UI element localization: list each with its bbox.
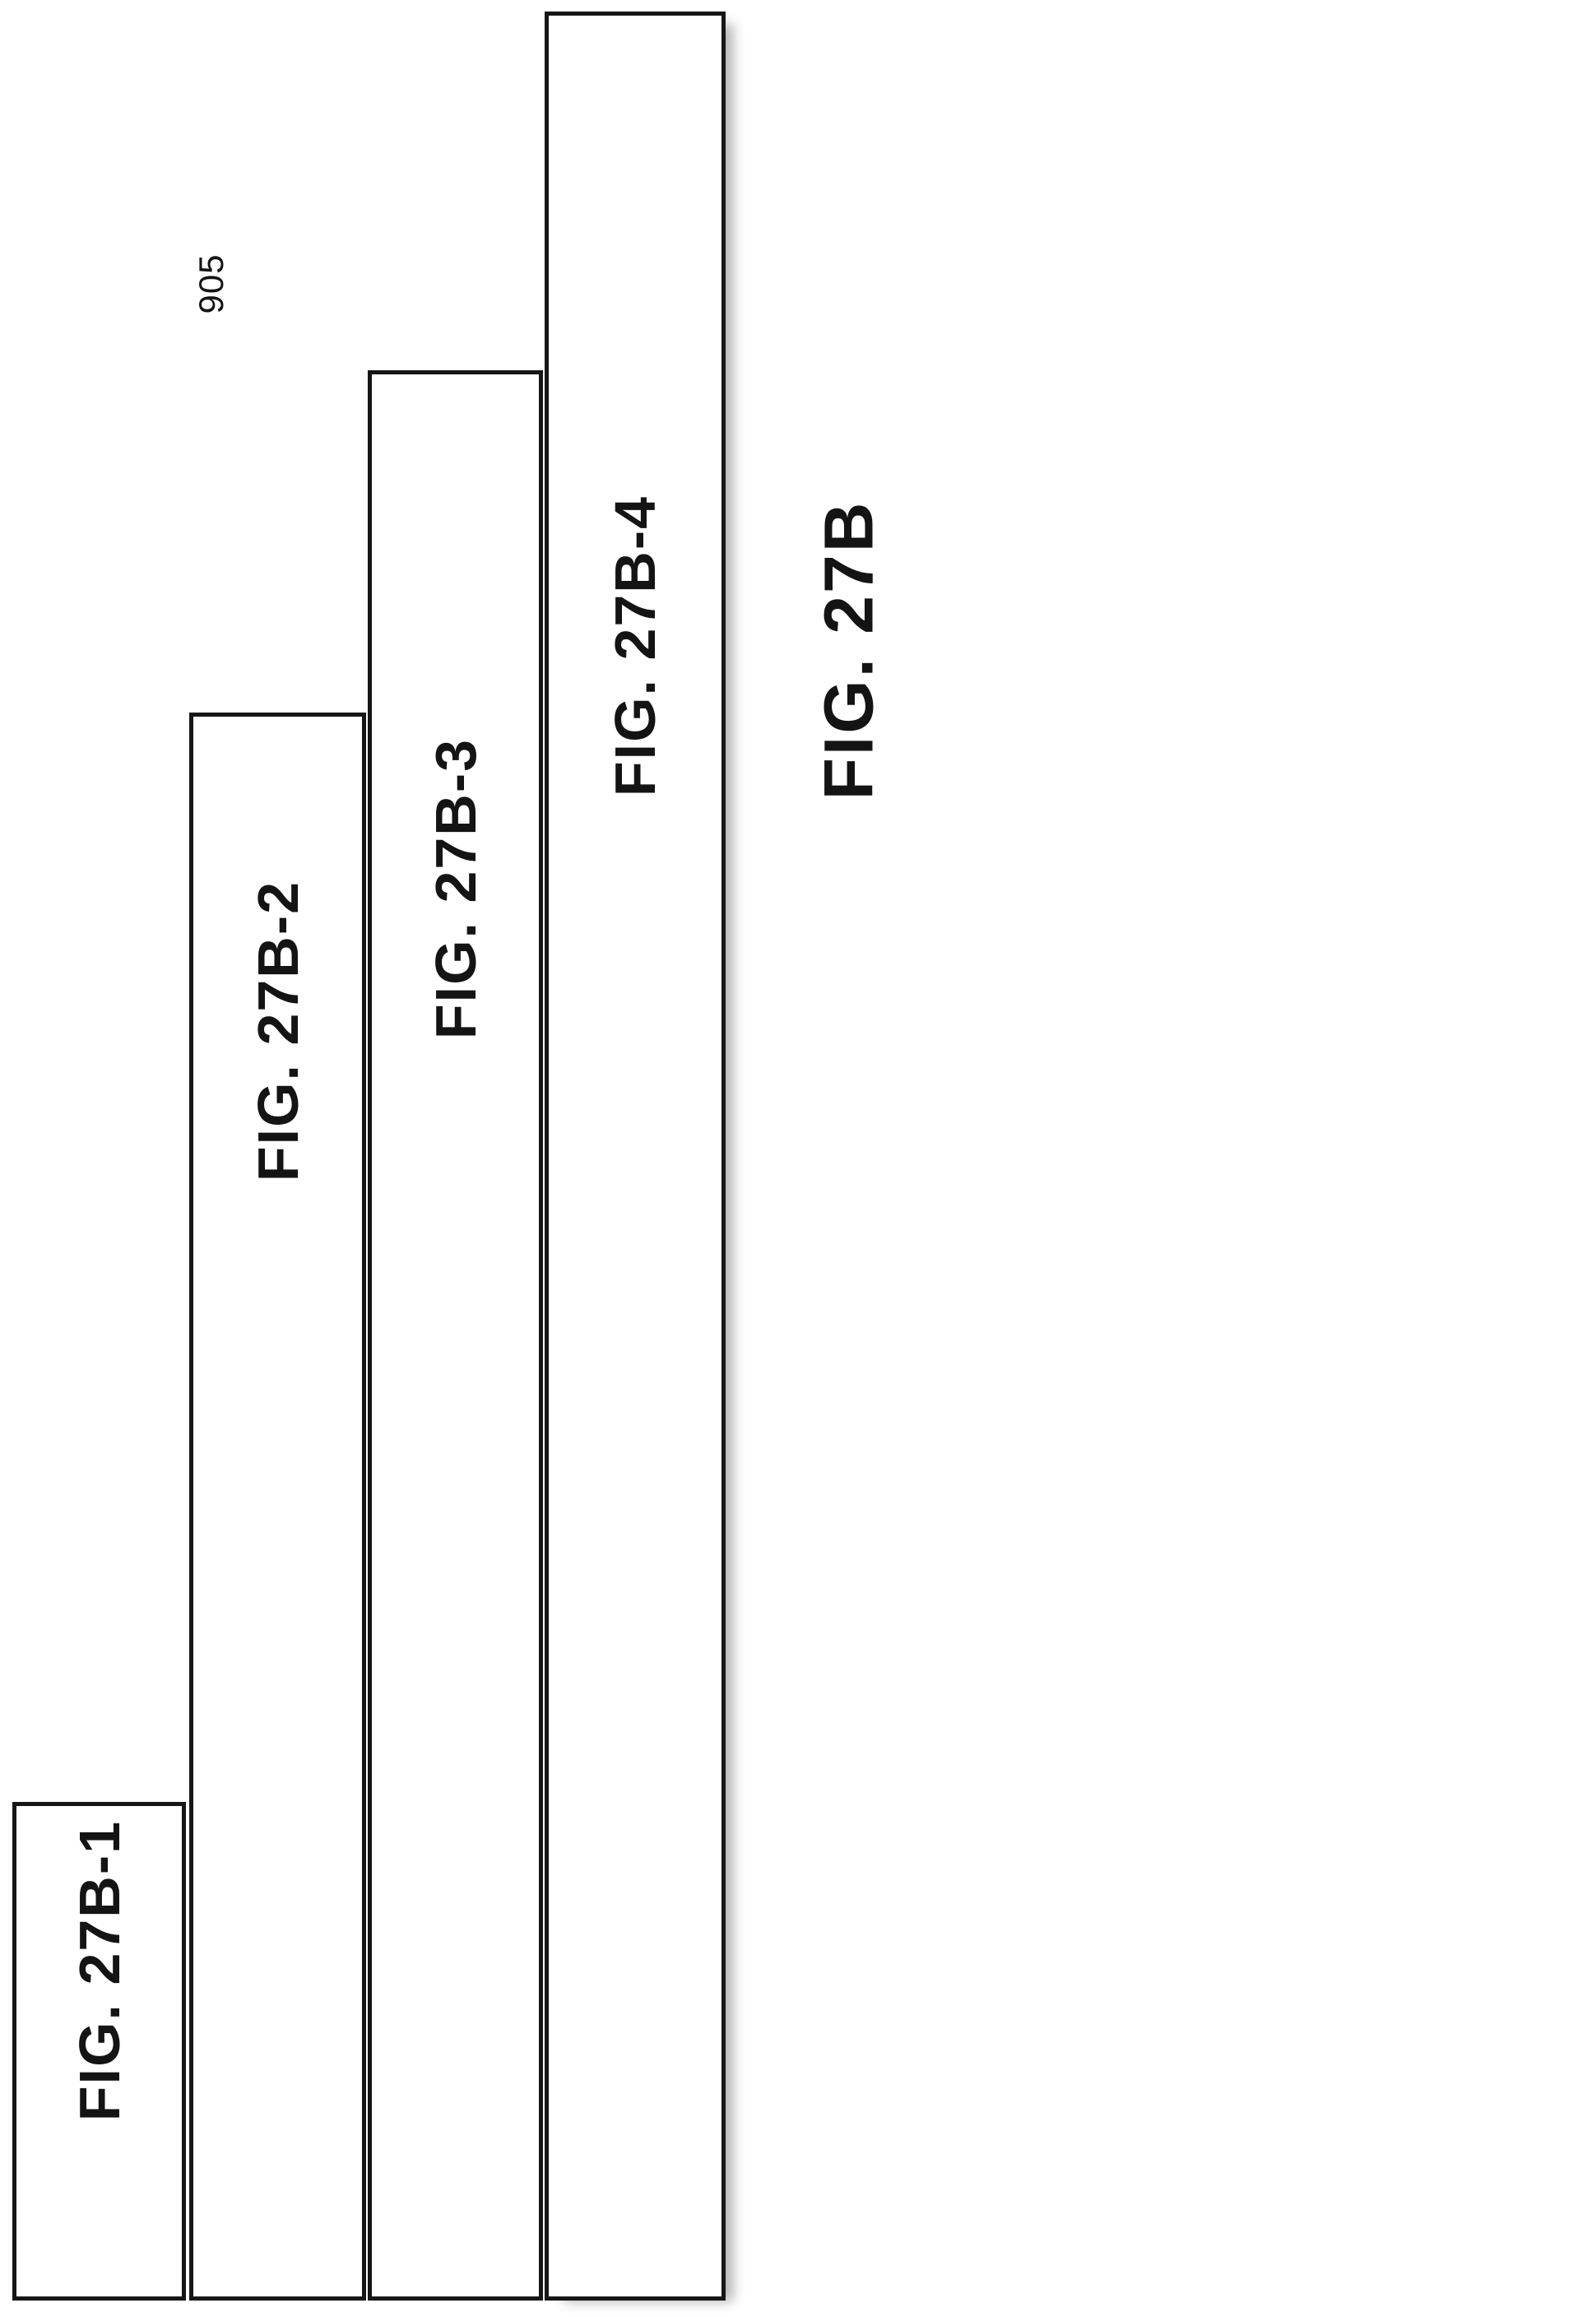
- reference-numeral: 905: [192, 253, 230, 314]
- subfigure-box-1: FIG. 27B-1: [12, 1802, 186, 2301]
- subfigure-box-3: FIG. 27B-3: [368, 370, 543, 2301]
- figure-caption: FIG. 27B: [810, 499, 888, 801]
- subfigure-box-4: FIG. 27B-4: [545, 12, 726, 2301]
- subfigure-label-2: FIG. 27B-2: [245, 880, 310, 1182]
- subfigure-label-4: FIG. 27B-4: [603, 495, 667, 797]
- subfigure-box-2: FIG. 27B-2: [189, 713, 366, 2301]
- subfigure-label-1: FIG. 27B-1: [67, 1819, 132, 2122]
- subfigure-label-3: FIG. 27B-3: [423, 737, 488, 1040]
